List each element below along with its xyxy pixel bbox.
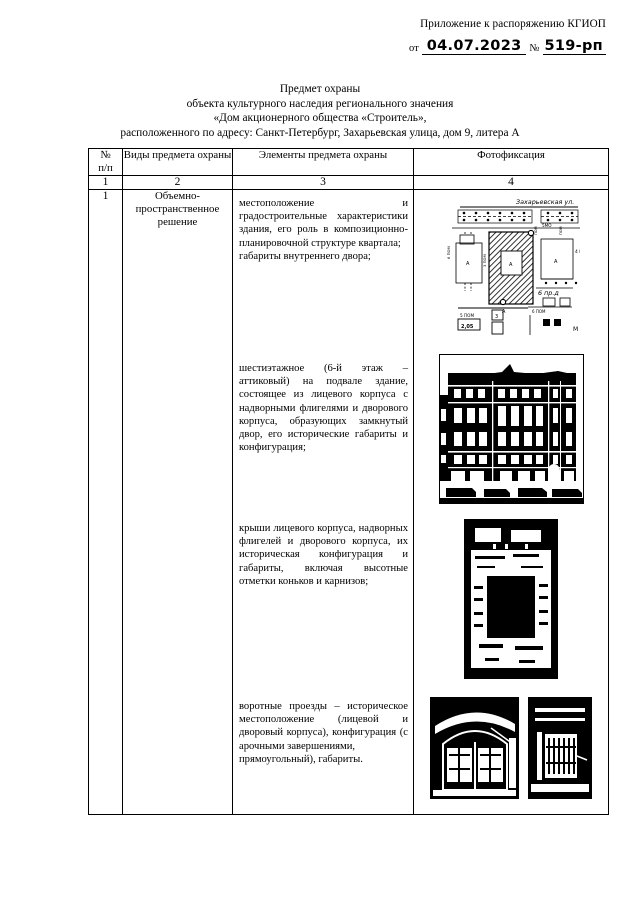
svg-text:А: А: [509, 262, 513, 268]
table-row: 1 Объемно-пространственное решение место…: [88, 189, 609, 815]
document-header: Приложение к распоряжению КГИОП от 04.07…: [0, 18, 640, 56]
header-number-top: №: [100, 149, 111, 161]
row-type-cell: Объемно-пространственное решение: [122, 189, 233, 815]
column-index-1: 1: [88, 175, 123, 190]
svg-text:А: А: [554, 259, 558, 265]
svg-text:5 ПОМ: 5 ПОМ: [460, 313, 474, 318]
svg-text:ПОМ: ПОМ: [534, 226, 538, 235]
table-column-number-row: 1 2 3 4: [88, 175, 609, 190]
svg-text:4 К: 4 К: [575, 249, 580, 255]
header-cell-number: № п/п: [88, 148, 123, 176]
header-cell-type: Виды предмета охраны: [122, 148, 233, 176]
svg-text:6 ПОМ: 6 ПОМ: [532, 309, 546, 314]
element-text-gates-extra: прямоугольный), габариты.: [239, 753, 363, 765]
svg-text:А: А: [502, 309, 506, 315]
order-date-value: 04.07.2023: [421, 38, 527, 56]
svg-text:3: 3: [495, 314, 498, 320]
element-text-location: местоположение и градостроительные харак…: [233, 190, 413, 352]
photo-slot-gates: [414, 689, 608, 814]
element-text-location-main: местоположение и градостроительные харак…: [239, 198, 408, 249]
photo-slot-site-plan: Захарьевская ул.: [414, 190, 608, 352]
svg-text:Захарьевская ул.: Захарьевская ул.: [516, 198, 574, 206]
svg-text:М: М: [573, 326, 578, 333]
element-text-gates-main: воротные проезды – историческое местопол…: [239, 701, 408, 752]
svg-text:3 ПОМ: 3 ПОМ: [482, 254, 487, 267]
svg-text:ПОМ: ПОМ: [559, 226, 563, 235]
protection-subject-table: № п/п Виды предмета охраны Элементы пред…: [88, 148, 609, 815]
column-index-4: 4: [413, 175, 609, 190]
element-text-roofs: крыши лицевого корпуса, надворных флигел…: [233, 510, 413, 689]
title-line-object: объекта культурного наследия регионально…: [186, 97, 454, 110]
svg-text:А: А: [466, 261, 470, 267]
svg-text:5МО: 5МО: [542, 223, 552, 228]
order-date-number-line: от 04.07.2023 № 519-рп: [0, 38, 606, 56]
element-text-gates: воротные проезды – историческое местопол…: [233, 689, 413, 814]
appendix-reference-line: Приложение к распоряжению КГИОП: [420, 18, 606, 30]
title-line-address: расположенного по адресу: Санкт-Петербур…: [120, 126, 520, 139]
title-line-name: «Дом акционерного общества «Строитель»,: [213, 112, 427, 125]
column-index-2: 2: [122, 175, 233, 190]
svg-text:6 ПОМ: 6 ПОМ: [446, 246, 451, 259]
header-number-bottom: п/п: [98, 162, 113, 174]
row-photos-cell: Захарьевская ул.: [413, 189, 609, 815]
element-text-location-extra: габариты внутреннего двора;: [239, 250, 371, 262]
site-plan-image: Захарьевская ул.: [442, 195, 580, 335]
column-index-3: 3: [232, 175, 414, 190]
order-number-value: 519-рп: [542, 38, 606, 56]
table-header-row: № п/п Виды предмета охраны Элементы пред…: [88, 148, 609, 176]
document-title-block: Предмет охраны объекта культурного насле…: [0, 82, 640, 140]
gate-arched-image: [430, 697, 519, 799]
svg-text:6 пр.д: 6 пр.д: [538, 289, 559, 297]
from-label: от: [409, 43, 419, 55]
row-number-cell: 1: [88, 189, 123, 815]
facade-photo-image: [438, 354, 584, 504]
gate-rectangular-image: [528, 697, 592, 799]
photo-slot-facade: [414, 352, 608, 510]
aerial-courtyard-image: [464, 519, 558, 679]
photo-slot-aerial: [414, 510, 608, 689]
element-text-roofs-main: крыши лицевого корпуса, надворных флигел…: [239, 523, 408, 587]
header-cell-photo: Фотофиксация: [413, 148, 609, 176]
element-text-volume: шестиэтажное (6-й этаж – аттиковый) на п…: [233, 352, 413, 510]
row-elements-cell: местоположение и градостроительные харак…: [232, 189, 414, 815]
header-cell-elements: Элементы предмета охраны: [232, 148, 414, 176]
svg-text:2,05: 2,05: [461, 324, 474, 330]
number-sign-label: №: [529, 43, 540, 55]
element-text-volume-main: шестиэтажное (6-й этаж – аттиковый) на п…: [239, 363, 408, 454]
title-line-subject: Предмет охраны: [279, 83, 361, 95]
